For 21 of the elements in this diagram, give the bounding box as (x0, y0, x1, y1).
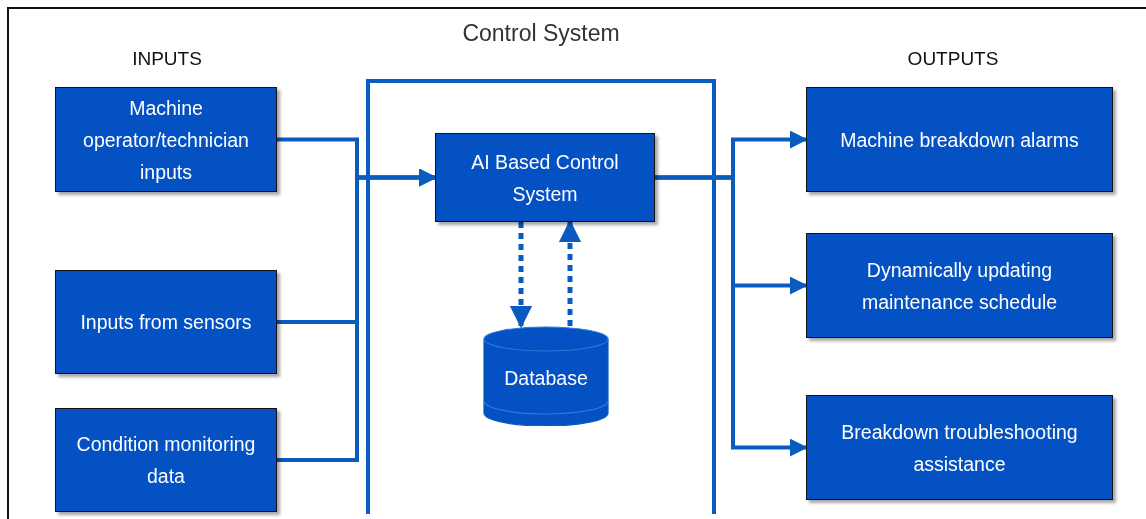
arrow (655, 175, 808, 457)
process-box (806, 87, 1113, 192)
box-label: Machine breakdown alarms (840, 127, 1079, 153)
box-label: Inputs from sensors (80, 310, 252, 335)
arrow (509, 222, 533, 329)
process-box (806, 233, 1113, 338)
arrow (277, 168, 437, 462)
container-title: Control System (461, 20, 621, 47)
process-box (55, 270, 277, 374)
box-label: Dynamically updating maintenance schedule (860, 257, 1059, 315)
process-box (55, 87, 277, 192)
process-box (55, 408, 277, 512)
box-label: Breakdown troubleshooting assistance (840, 419, 1079, 477)
box-label: AI Based Control System (470, 149, 620, 207)
section-heading: OUTPUTS (907, 48, 999, 70)
node-label: Database (504, 366, 588, 390)
box-label: Condition monitoring data (75, 432, 257, 489)
process-box (806, 395, 1113, 500)
section-heading: INPUTS (132, 48, 202, 70)
box-label: Machine operator/technician inputs (82, 95, 250, 185)
process-box (435, 133, 655, 222)
